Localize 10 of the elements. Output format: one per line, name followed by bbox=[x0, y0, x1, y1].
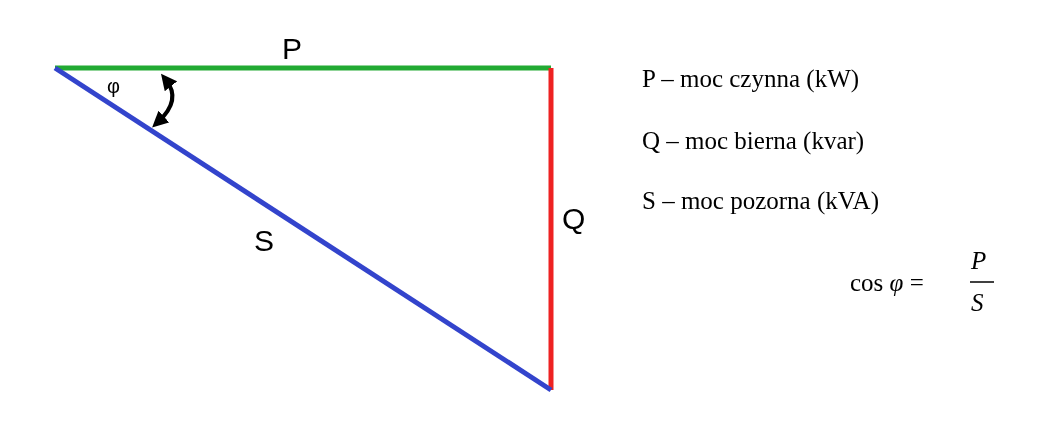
legend-text: P – moc czynna (kW) bbox=[642, 66, 860, 91]
side-label: S bbox=[254, 226, 274, 256]
side-label: Q bbox=[562, 204, 586, 234]
side-label: P bbox=[282, 34, 302, 64]
formula-denominator: S bbox=[971, 290, 984, 315]
legend-text: S – moc pozorna (kVA) bbox=[642, 188, 879, 213]
angle-label: φ bbox=[107, 76, 120, 96]
formula-numerator: P bbox=[971, 248, 987, 273]
formula-text: cos φ = bbox=[850, 270, 924, 295]
legend-text: Q – moc bierna (kvar) bbox=[642, 128, 865, 153]
